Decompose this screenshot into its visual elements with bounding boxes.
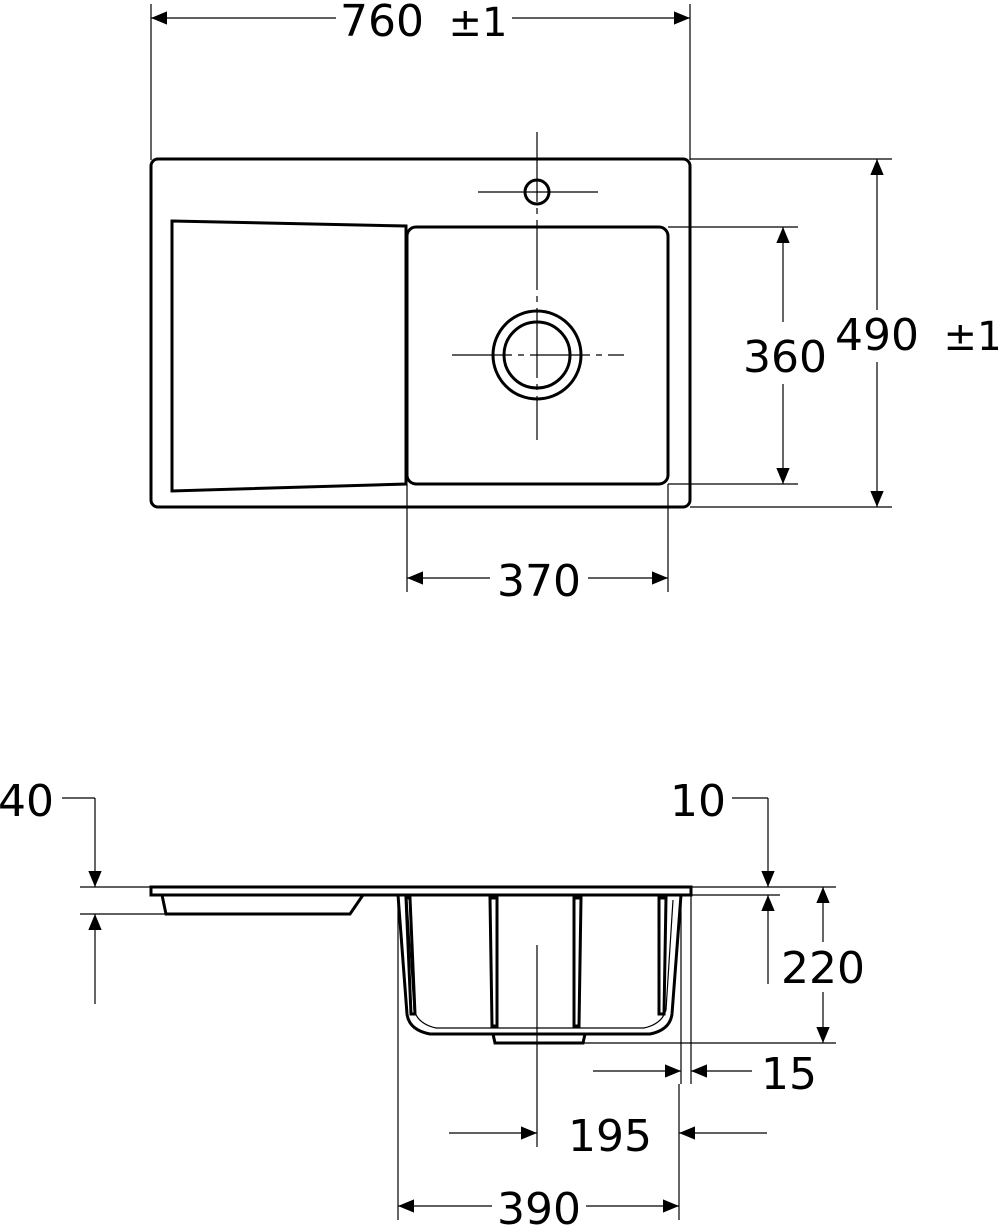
bowl-height-label: 220 bbox=[781, 943, 865, 994]
bowl-outer-label: 390 bbox=[497, 1184, 581, 1228]
rim-label: 10 bbox=[670, 776, 726, 827]
height-tolerance: ±1 bbox=[944, 314, 998, 360]
bowl-width-label: 370 bbox=[497, 556, 581, 607]
rib bbox=[488, 896, 499, 1028]
bowl-body bbox=[396, 894, 683, 1036]
sink-top-slab bbox=[149, 885, 693, 897]
top-view: 760 ±1 360 490 ±1 370 bbox=[149, 0, 998, 607]
side-view: 40 10 220 15 195 390 bbox=[0, 776, 865, 1228]
drainer-area bbox=[170, 219, 408, 493]
drain-offset-label: 195 bbox=[568, 1111, 652, 1162]
bowl-ribs bbox=[404, 896, 668, 1028]
bowl-inner-wall bbox=[406, 899, 674, 1029]
bowl-depth-label: 360 bbox=[743, 332, 827, 383]
height-label: 490 bbox=[835, 310, 919, 361]
drainer-depth-label: 40 bbox=[0, 776, 54, 827]
width-tolerance: ±1 bbox=[449, 0, 508, 46]
width-label: 760 bbox=[340, 0, 424, 47]
drainer-recess bbox=[160, 894, 365, 916]
rib bbox=[657, 896, 668, 1016]
rib bbox=[572, 896, 583, 1028]
drain-outlet bbox=[491, 1033, 587, 1045]
edge-offset-label: 15 bbox=[761, 1049, 817, 1100]
rib bbox=[404, 896, 417, 1016]
sink-outline bbox=[149, 157, 692, 509]
